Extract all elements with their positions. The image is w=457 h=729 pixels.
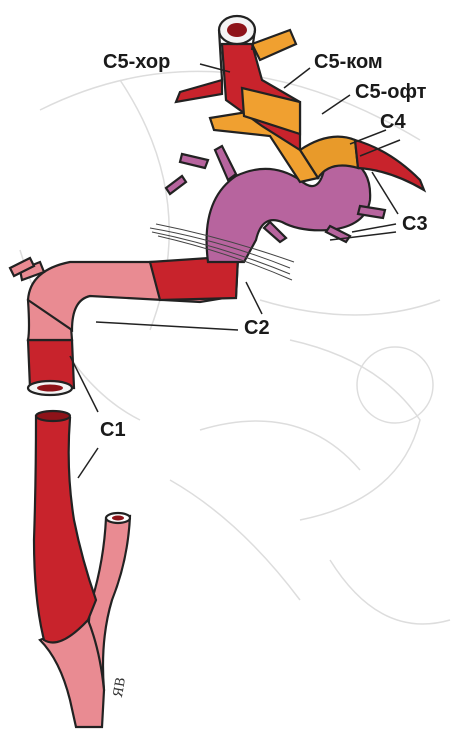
label-c4: C4	[380, 112, 406, 132]
leader-c2a	[246, 282, 262, 314]
label-c5-kom: C5-ком	[314, 52, 383, 72]
label-c5-hor: C5-хор	[103, 52, 170, 72]
label-c5-oft: C5-офт	[355, 82, 426, 102]
leader-c3	[352, 224, 396, 232]
label-c2: C2	[244, 318, 270, 338]
label-c1: C1	[100, 420, 126, 440]
label-c3: C3	[402, 214, 428, 234]
leader-c1b	[78, 448, 98, 478]
leader-c2b	[96, 322, 238, 330]
